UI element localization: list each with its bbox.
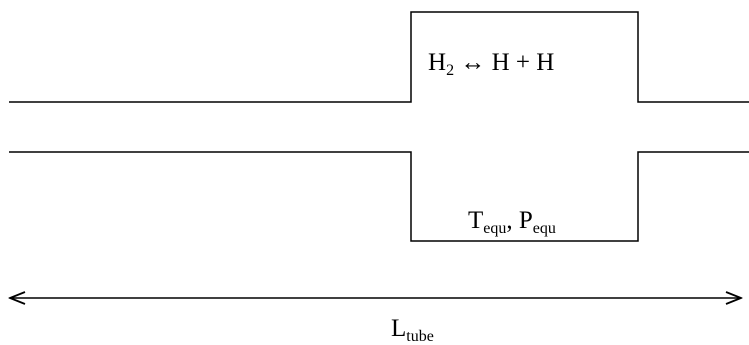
equilibrium-conditions: Tequ, Pequ	[468, 207, 556, 237]
temperature-symbol: T	[468, 207, 484, 234]
reaction-equation: H2 ↔ H + H	[428, 49, 555, 79]
lower-tube-wall	[9, 151, 749, 242]
tube-length-label: Ltube	[391, 315, 434, 345]
temperature-subscript: equ	[483, 220, 507, 237]
length-symbol: L	[391, 315, 407, 342]
upper-tube-wall	[9, 11, 749, 103]
conditions-separator: ,	[506, 207, 519, 234]
pressure-symbol: P	[518, 207, 533, 234]
pressure-subscript: equ	[532, 220, 556, 237]
reaction-products: H + H	[491, 49, 555, 76]
equilibrium-arrow: ↔	[454, 49, 492, 76]
length-subscript: tube	[406, 328, 434, 345]
reactant-subscript: 2	[446, 62, 455, 79]
reactant-symbol: H	[428, 49, 447, 76]
